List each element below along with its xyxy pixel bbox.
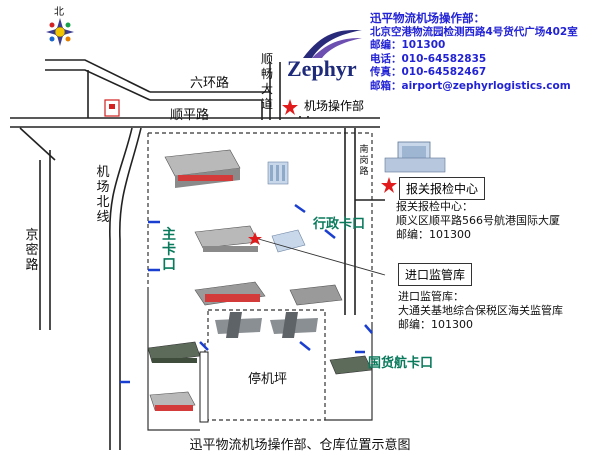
cargo-gate-label: 国货航卡口 — [368, 356, 434, 371]
customs-info-address: 顺义区顺平路566号航港国际大厦 — [396, 214, 560, 227]
apron-aircraft-2 — [270, 312, 318, 338]
warehouse-info-address: 大通关基地综合保税区海关监管库 — [398, 304, 563, 317]
contact-info: 迅平物流机场操作部： 北京空港物流园检测西路4号货代广场402室 邮编：1013… — [370, 11, 598, 93]
nangang-road — [344, 128, 385, 315]
customs-center-label: 报关报检中心 — [399, 177, 486, 200]
customs-info-postcode: 邮编：101300 — [396, 228, 471, 241]
apron-aircraft-1 — [215, 312, 262, 338]
contact-postcode: 邮编：101300 — [370, 39, 446, 51]
contact-address: 北京空港物流园检测西路4号货代广场402室 — [370, 25, 578, 38]
warehouse-buildings — [147, 141, 446, 411]
bgs-warehouse-building — [147, 341, 201, 363]
map-caption: 迅平物流机场操作部、仓库位置示意图 — [189, 438, 411, 453]
road-label-shunping: 顺平路 — [170, 108, 210, 123]
cargo-building — [329, 355, 373, 375]
import-warehouse-star-icon — [248, 232, 262, 245]
compass-icon — [46, 18, 74, 46]
import-warehouse-building — [194, 225, 259, 252]
inner-perimeter — [147, 290, 373, 431]
road-label-shunchang: 顺畅大道 — [260, 52, 273, 111]
location-stars — [248, 99, 397, 245]
import-warehouse-label: 进口监管库 — [398, 263, 473, 286]
customs-inspection-building — [271, 229, 306, 253]
gate-bars — [120, 203, 373, 384]
warehouse-info-title: 进口监管库： — [398, 290, 464, 303]
contact-title: 迅平物流机场操作部： — [370, 11, 485, 25]
road-network — [10, 59, 380, 450]
airport-ops-star-icon — [282, 99, 298, 115]
area-boundary — [147, 132, 373, 325]
airport-ops-label: 机场操作部 — [298, 95, 371, 116]
hanggang-tower-building — [384, 141, 446, 173]
contact-email[interactable]: 邮箱：airport@zephyrlogistics.com — [370, 79, 571, 92]
apron-label: 停机坪 — [248, 372, 288, 387]
gas-station-icon — [104, 99, 120, 117]
warehouse-info: 进口监管库： 大通关基地综合保税区海关监管库 邮编：101300 — [398, 290, 563, 332]
customs-info-title: 报关报检中心： — [396, 200, 473, 213]
customs-center-star-icon — [381, 177, 397, 193]
export-warehouse-building — [194, 281, 266, 306]
admin-gate-label: 行政卡口 — [313, 217, 366, 232]
international-import-building — [289, 284, 343, 306]
road-label-sixth-ring: 六环路 — [190, 76, 230, 91]
zephyr-logo-text: Zephyr — [287, 56, 357, 81]
warehouse-info-postcode: 邮编：101300 — [398, 318, 473, 331]
contact-phone: 电话：010-64582835 — [370, 52, 487, 65]
road-label-nangang: 南岗路 — [359, 145, 369, 177]
zephyr-logo-icon — [303, 29, 362, 58]
road-label-jingmi: 京密路 — [25, 228, 39, 273]
compass-north-label: 北 — [54, 7, 64, 18]
customs-info: 报关报检中心： 顺义区顺平路566号航港国际大厦 邮编：101300 — [396, 200, 560, 242]
leader-lines — [254, 237, 386, 276]
inspection-center-building — [267, 161, 289, 185]
bonded-warehouse-building — [164, 149, 241, 188]
road-label-jichang-north: 机场北线 — [96, 165, 110, 225]
contact-fax: 传真：010-64582467 — [370, 66, 487, 78]
main-gate-label: 主卡口 — [162, 227, 176, 273]
express-center-building — [149, 391, 196, 411]
